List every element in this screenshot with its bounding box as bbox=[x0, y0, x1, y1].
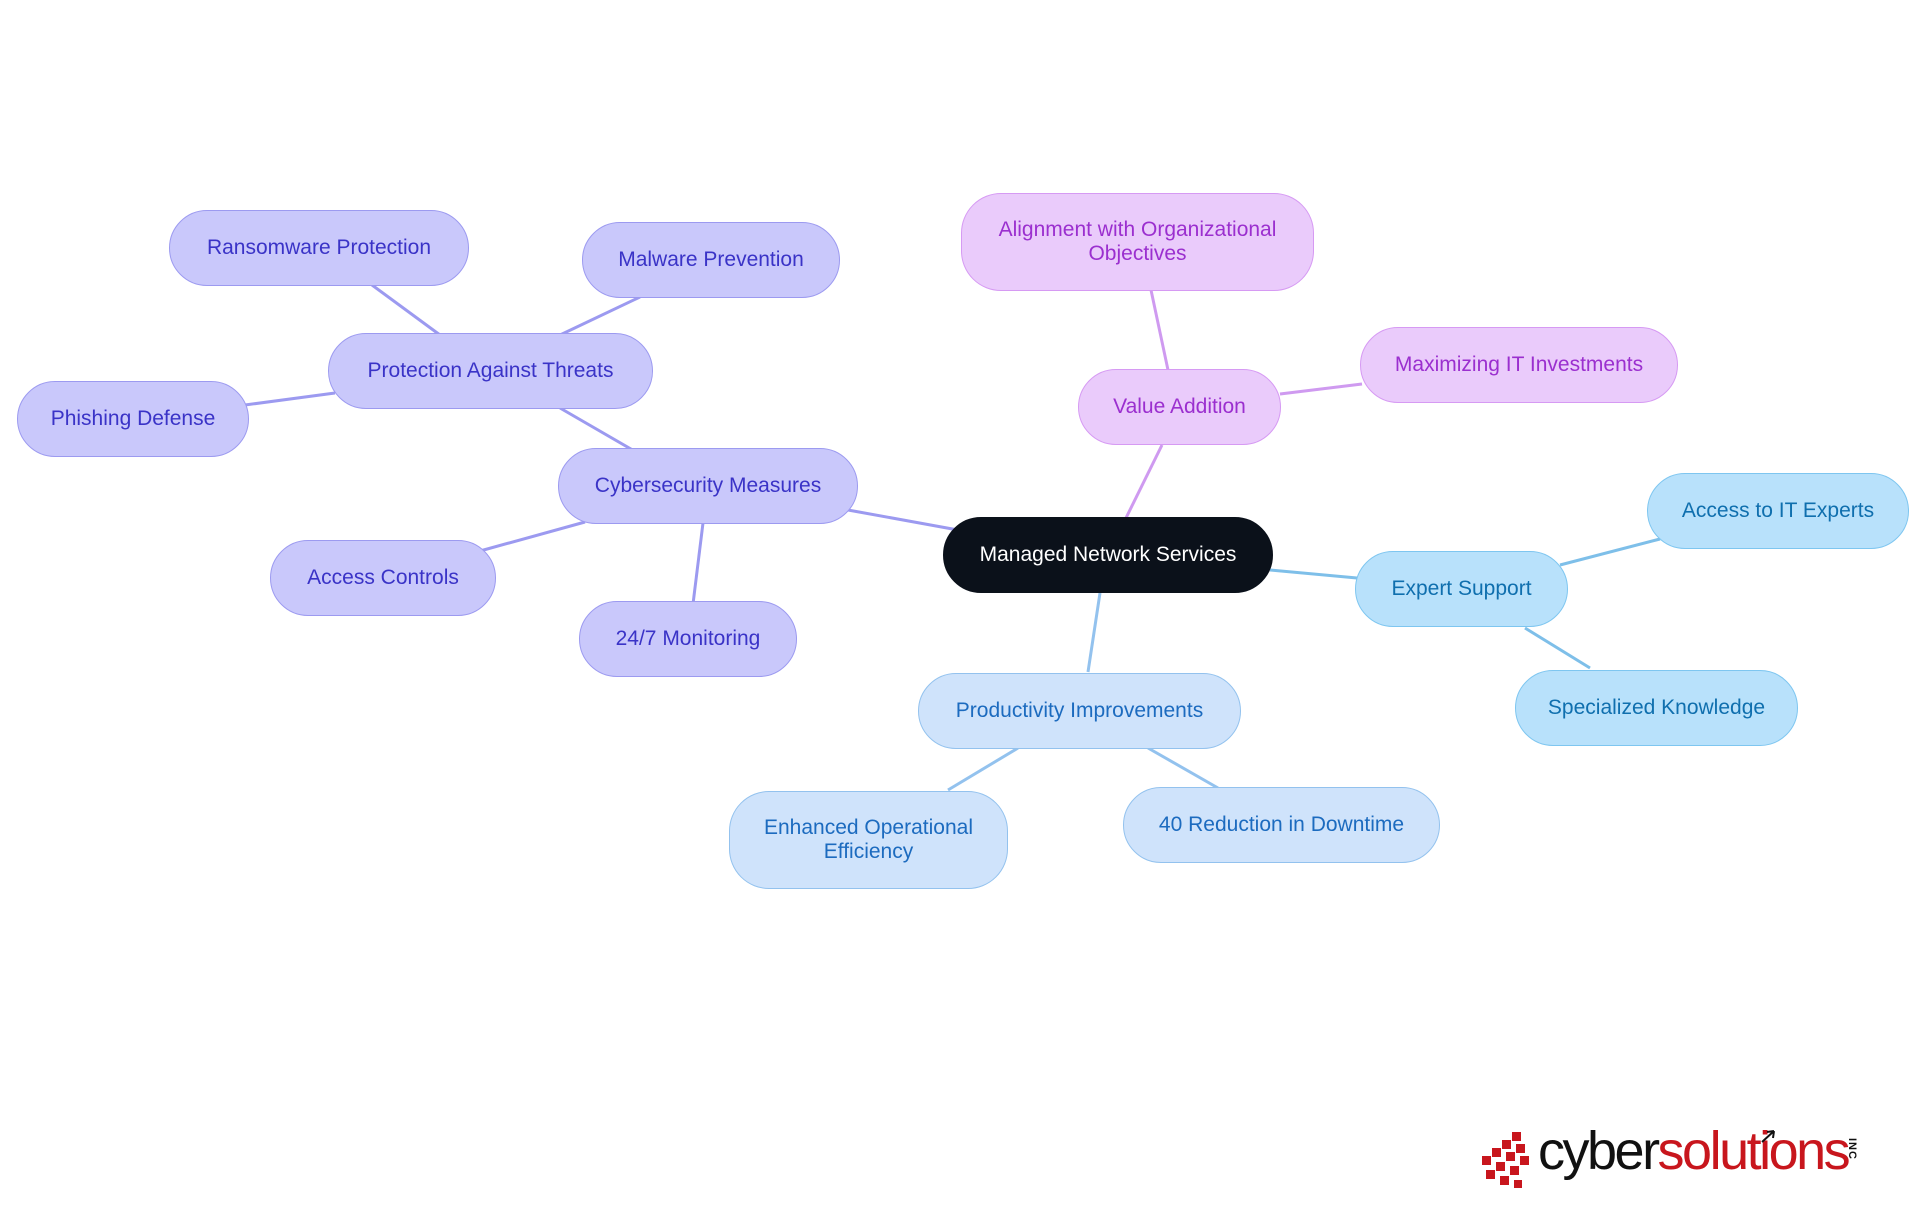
logo-wordmark: cybersolutions bbox=[1538, 1120, 1851, 1182]
node-label: Ransomware Protection bbox=[206, 236, 432, 260]
node-access-controls: Access Controls bbox=[270, 540, 496, 616]
edge-protection-ransomware bbox=[371, 283, 441, 337]
node-expert-support: Expert Support bbox=[1355, 551, 1568, 627]
node-label: Access to IT Experts bbox=[1681, 499, 1875, 523]
node-label: Value Addition bbox=[1113, 395, 1246, 419]
edge-expert-specialized bbox=[1524, 626, 1591, 670]
logo-inc-label: INC bbox=[1846, 1138, 1858, 1160]
node-label: Productivity Improvements bbox=[955, 699, 1204, 723]
edge-root-value bbox=[1123, 444, 1164, 521]
node-specialized-knowledge: Specialized Knowledge bbox=[1515, 670, 1798, 746]
node-productivity-improvements: Productivity Improvements bbox=[918, 673, 1241, 749]
node-label: Access Controls bbox=[307, 566, 459, 590]
node-protection-against-threats: Protection Against Threats bbox=[328, 333, 653, 409]
node-24-7-monitoring: 24/7 Monitoring bbox=[579, 601, 797, 677]
node-enhanced-operational-efficiency: Enhanced Operational Efficiency bbox=[729, 791, 1008, 889]
edge-value-alignment bbox=[1149, 289, 1170, 371]
node-ransomware-protection: Ransomware Protection bbox=[169, 210, 469, 286]
edge-value-maximizing bbox=[1279, 382, 1363, 396]
node-label: Cybersecurity Measures bbox=[594, 474, 822, 498]
node-malware-prevention: Malware Prevention bbox=[582, 222, 840, 298]
logo-arrow-icon bbox=[1761, 1130, 1775, 1143]
node-label: Malware Prevention bbox=[618, 248, 804, 272]
node-label: Enhanced Operational Efficiency bbox=[764, 816, 973, 863]
node-label: Alignment with Organizational Objectives bbox=[998, 218, 1277, 265]
root-node: Managed Network Services bbox=[943, 517, 1273, 593]
edge-protection-malware bbox=[559, 295, 641, 337]
edge-root-cybersecurity bbox=[847, 508, 959, 532]
edge-productivity-efficiency bbox=[947, 746, 1019, 792]
edge-cybersecurity-monitoring bbox=[691, 522, 705, 605]
node-maximizing-it-investments: Maximizing IT Investments bbox=[1360, 327, 1678, 403]
edge-cybersecurity-access bbox=[479, 520, 586, 553]
node-40-reduction-in-downtime: 40 Reduction in Downtime bbox=[1123, 787, 1440, 863]
node-label: Specialized Knowledge bbox=[1547, 696, 1766, 720]
node-label: Maximizing IT Investments bbox=[1394, 353, 1644, 377]
edge-cybersecurity-protection bbox=[559, 406, 637, 454]
edge-protection-phishing bbox=[244, 391, 336, 407]
node-label: 24/7 Monitoring bbox=[615, 627, 761, 651]
edge-root-productivity bbox=[1086, 592, 1102, 673]
node-access-to-it-experts: Access to IT Experts bbox=[1647, 473, 1909, 549]
node-phishing-defense: Phishing Defense bbox=[17, 381, 249, 457]
edge-expert-access bbox=[1559, 537, 1661, 567]
node-label: Expert Support bbox=[1391, 577, 1532, 601]
edge-productivity-downtime bbox=[1147, 746, 1219, 790]
node-value-addition: Value Addition bbox=[1078, 369, 1281, 445]
logo-mark-icon bbox=[1482, 1132, 1529, 1188]
node-label: Phishing Defense bbox=[50, 407, 216, 431]
node-label: Protection Against Threats bbox=[367, 359, 614, 383]
logo-word-cyber: cyber bbox=[1538, 1121, 1660, 1181]
logo-word-solutions: solutions bbox=[1657, 1121, 1851, 1181]
node-alignment-with-organizational-objectives: Alignment with Organizational Objectives bbox=[961, 193, 1314, 291]
edge-root-expert bbox=[1269, 568, 1358, 580]
node-cybersecurity-measures: Cybersecurity Measures bbox=[558, 448, 858, 524]
cybersolutions-logo: cybersolutions INC bbox=[1468, 1121, 1888, 1190]
root-label: Managed Network Services bbox=[979, 543, 1237, 567]
node-label: 40 Reduction in Downtime bbox=[1158, 813, 1405, 837]
